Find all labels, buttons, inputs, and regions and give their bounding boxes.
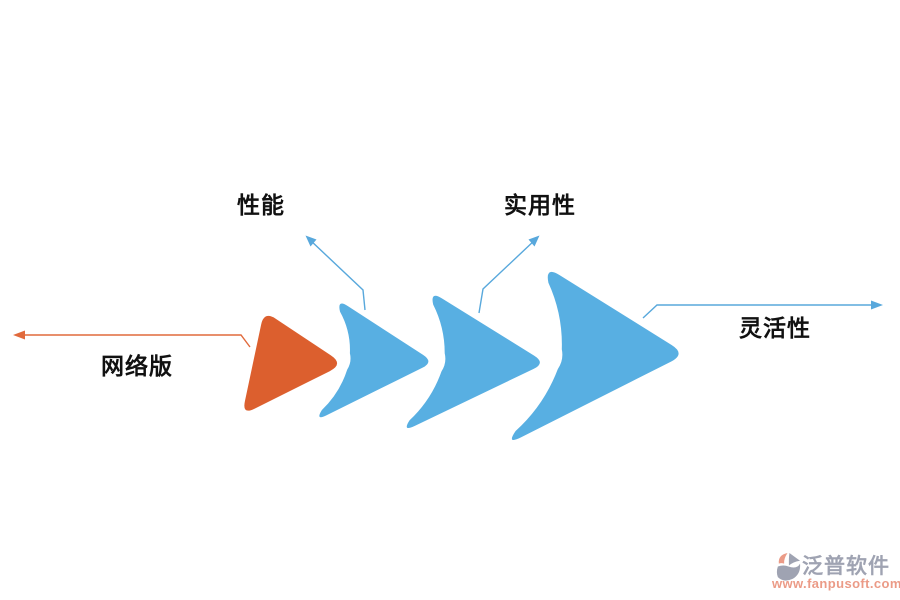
flexibility-connector-line: [642, 304, 876, 319]
network-arrowhead-icon: [13, 330, 25, 340]
practicality-connector-line: [478, 238, 537, 314]
practicality-connector: [478, 235, 540, 314]
watermark: 泛普软件 www.fanpusoft.com: [772, 549, 900, 594]
fanpu-logo-icon: [776, 553, 801, 581]
watermark-url-text: www.fanpusoft.com: [772, 576, 900, 591]
network-arrow-shape: [244, 315, 338, 411]
network-connector: [13, 330, 251, 348]
network-label: 网络版: [101, 353, 173, 379]
flexibility-chevron-shape: [511, 271, 679, 441]
performance-connector-line: [308, 238, 366, 311]
practicality-label: 实用性: [504, 192, 576, 218]
network-connector-line: [18, 334, 251, 348]
flexibility-label: 灵活性: [739, 315, 811, 341]
watermark-brand-text: 泛普软件: [802, 555, 890, 578]
practicality-arrowhead-icon: [528, 235, 540, 247]
performance-label: 性能: [237, 192, 285, 218]
performance-connector: [305, 235, 366, 311]
performance-chevron-shape: [319, 303, 429, 418]
performance-arrowhead-icon: [305, 235, 317, 247]
practicality-chevron-shape: [406, 295, 540, 429]
flexibility-connector: [642, 300, 883, 319]
flexibility-arrowhead-icon: [871, 300, 883, 310]
